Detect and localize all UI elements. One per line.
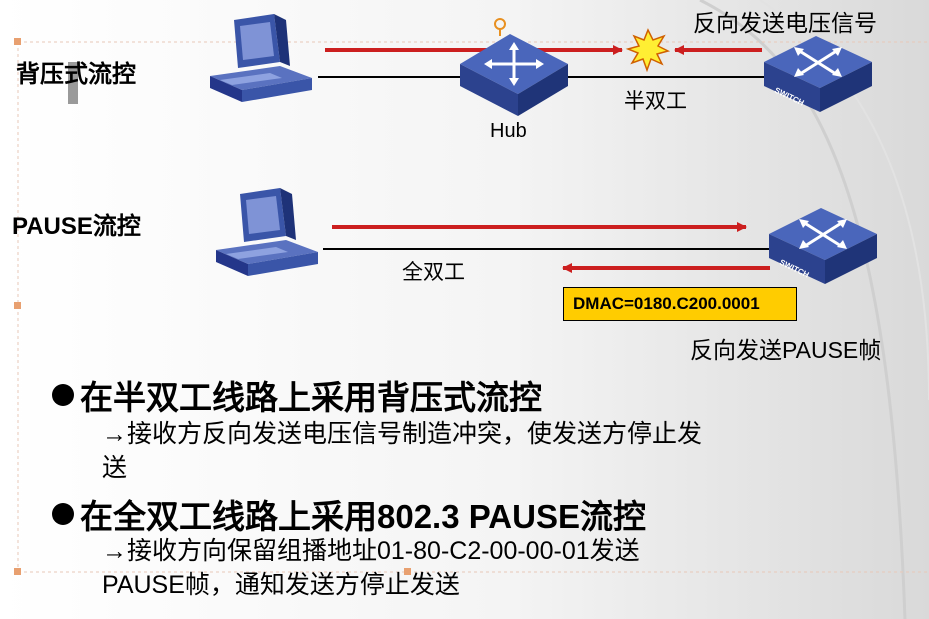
guide-handle	[14, 302, 21, 309]
background-curve-2	[759, 0, 929, 401]
bullet-body-line: 送	[102, 454, 128, 482]
bullet-item: 在全双工线路上采用802.3 PAUSE流控	[52, 490, 912, 538]
switch-icon: SWITCH	[769, 208, 877, 284]
bullet-heading: 在半双工线路上采用背压式流控	[52, 371, 912, 419]
collision-star-icon	[625, 28, 671, 73]
bullet-item: 在半双工线路上采用背压式流控	[52, 371, 912, 419]
bullet-heading-text: 在全双工线路上采用802.3 PAUSE流控	[80, 498, 646, 535]
bullet-body-line: PAUSE帧，通知发送方停止发送	[102, 571, 460, 599]
text-cursor-bar	[68, 62, 78, 104]
dmac-address-box: DMAC=0180.C200.0001	[563, 287, 797, 321]
half-duplex-label: 半双工	[624, 90, 687, 113]
bullet-dot-icon	[52, 384, 74, 406]
guide-handle	[14, 38, 21, 45]
switch-icon: SWITCH	[764, 36, 872, 112]
guide-handle	[14, 568, 21, 575]
bullet-dot-icon	[52, 503, 74, 525]
computer-icon	[216, 188, 318, 276]
backpressure-section-label: 背压式流控	[16, 61, 136, 88]
bullet-body-line: →接收方反向发送电压信号制造冲突，使发送方停止发	[102, 420, 703, 448]
guide-handle	[404, 568, 411, 575]
background-curve	[699, 0, 907, 619]
bullet-body-line: →接收方向保留组播地址01-80-C2-00-00-01发送	[102, 537, 640, 565]
bullet-heading-text: 在半双工线路上采用背压式流控	[80, 379, 542, 416]
pause-section-label: PAUSE流控	[12, 213, 141, 240]
computer-icon	[210, 14, 312, 102]
full-duplex-label: 全双工	[402, 261, 465, 284]
hub-icon	[460, 34, 568, 116]
hub-indicator-icon	[494, 18, 506, 30]
bullet-heading: 在全双工线路上采用802.3 PAUSE流控	[52, 490, 912, 538]
hub-label: Hub	[490, 120, 527, 142]
reverse-signal-label: 反向发送电压信号	[693, 10, 877, 36]
reverse-pause-label: 反向发送PAUSE帧	[690, 337, 882, 363]
